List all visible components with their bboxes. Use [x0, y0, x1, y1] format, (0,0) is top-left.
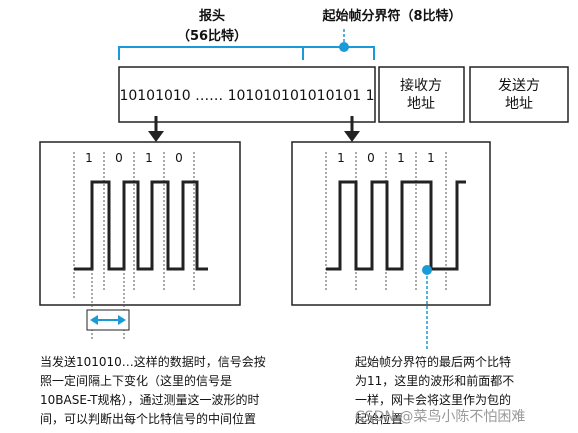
preamble-subtitle: （56比特）	[177, 28, 247, 44]
right-bit-label: 0	[367, 151, 375, 165]
sender-address-line2: 地址	[505, 96, 533, 112]
receiver-address-box	[378, 66, 465, 123]
left-caption-line: 照一定间隔上下变化（这里的信号是	[40, 374, 233, 388]
right-waveform	[326, 180, 466, 271]
left-arrow-head	[148, 131, 164, 142]
receiver-address-line1: 接收方	[400, 77, 442, 94]
left-bit-label: 0	[115, 151, 123, 165]
watermark: CSDN @菜鸟小陈不怕困难	[355, 409, 526, 425]
right-caption: 起始帧分界符的最后两个比特 为11，这里的波形和前面都不 一样，网卡会将这里作为…	[355, 353, 575, 429]
left-caption: 当发送101010…这样的数据时，信号会按 照一定间隔上下变化（这里的信号是 1…	[40, 353, 320, 429]
frame-start-marker	[422, 265, 432, 275]
right-arrow-head	[344, 131, 360, 142]
preamble-title: 报头	[199, 8, 225, 24]
right-waveform-panel	[291, 141, 491, 306]
sfd-marker-dot	[339, 42, 349, 52]
left-bit-label: 0	[175, 151, 183, 165]
frame-bits-box	[118, 66, 376, 123]
receiver-address-line2: 地址	[407, 96, 435, 112]
sender-address-box	[469, 66, 569, 123]
left-caption-line: 10BASE-T规格），通过测量这一波形的时	[40, 393, 260, 407]
sender-address-line1: 发送方	[498, 78, 540, 94]
left-waveform	[74, 180, 208, 271]
left-bit-label: 1	[85, 151, 93, 165]
sfd-bracket	[302, 46, 375, 60]
interval-arrow-right-head	[118, 315, 126, 325]
right-caption-line: 一样，网卡会将这里作为包的	[355, 393, 512, 407]
left-caption-line: 当发送101010…这样的数据时，信号会按	[40, 355, 266, 369]
right-bit-label: 1	[427, 151, 435, 165]
left-caption-line: 间，可以判断出每个比特信号的中间位置	[40, 412, 257, 426]
right-caption-line: 起始帧分界符的最后两个比特	[355, 355, 512, 369]
right-bit-label: 1	[337, 151, 345, 165]
right-caption-line: 为11，这里的波形和前面都不	[355, 374, 515, 388]
right-caption-line: 起始位置	[355, 412, 404, 426]
left-bit-label: 1	[145, 151, 153, 165]
left-waveform-panel	[39, 141, 241, 306]
right-bit-label: 1	[397, 151, 405, 165]
interval-arrow-left-head	[90, 315, 98, 325]
frame-bit-sequence: 10101010 …… 101010101010101 1	[119, 88, 374, 104]
preamble-bracket	[118, 46, 304, 60]
sfd-title: 起始帧分界符（8比特）	[321, 8, 461, 24]
